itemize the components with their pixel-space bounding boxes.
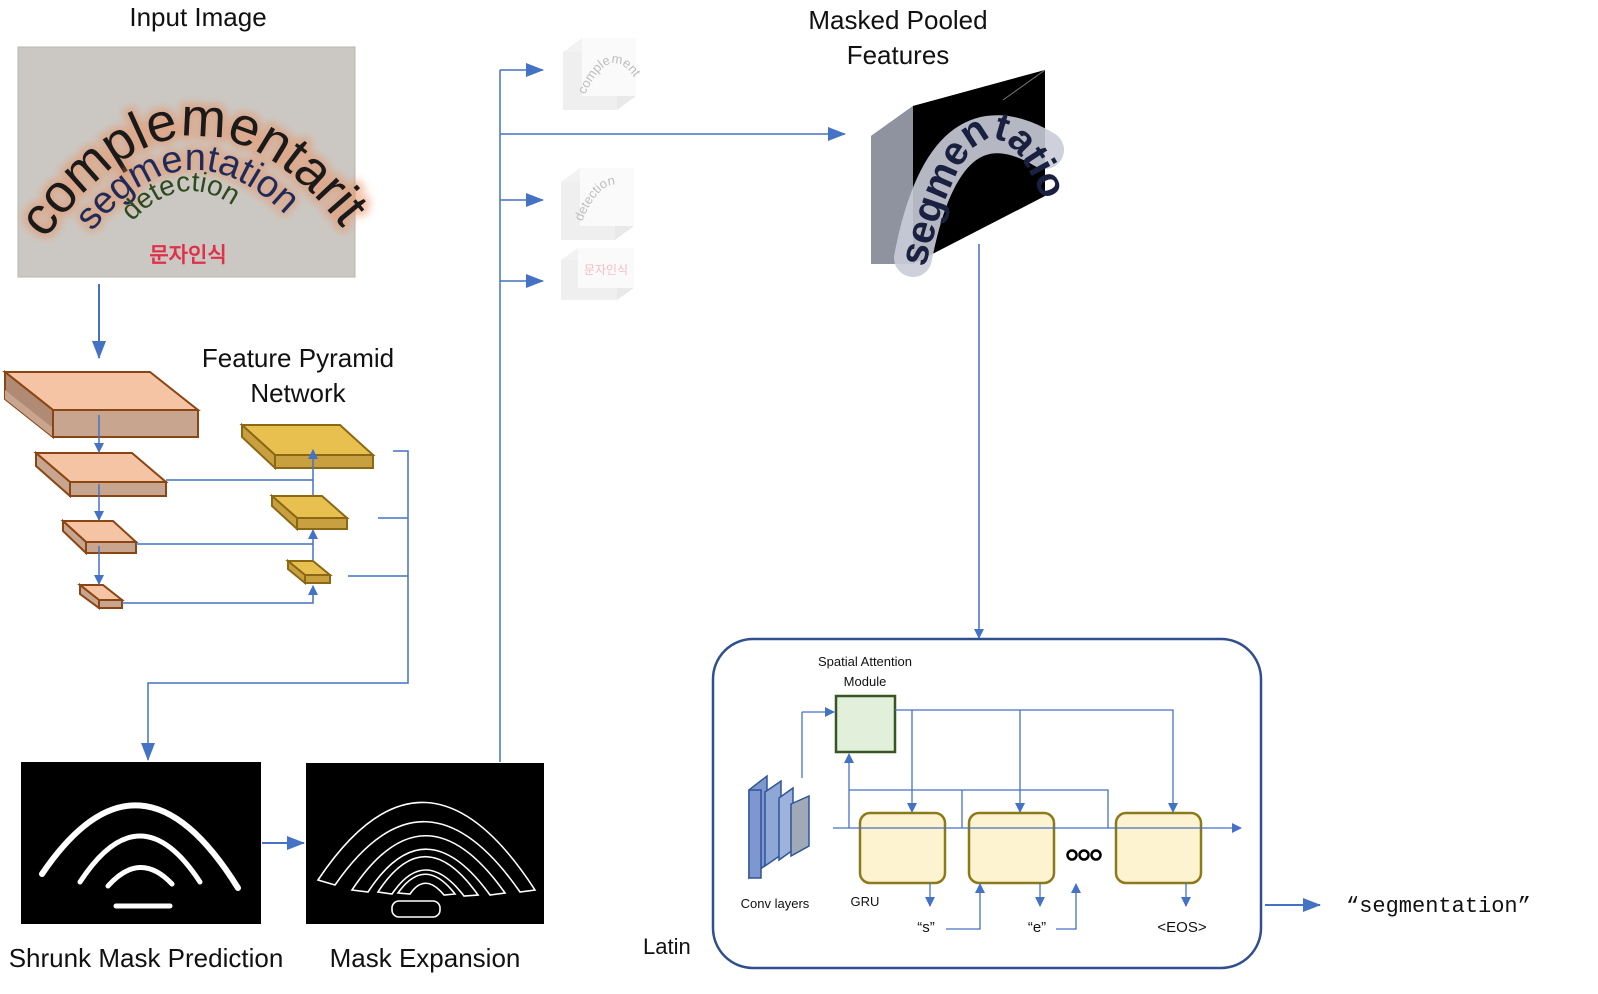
final-output-text: “segmentation” — [1346, 894, 1531, 919]
thumb-korean: 문자인식 — [584, 263, 628, 277]
mask-expansion-label: Mask Expansion — [330, 943, 521, 973]
gru-label: GRU — [851, 894, 880, 909]
fpn-title-line2: Network — [250, 378, 346, 408]
fpn-arrows — [122, 449, 409, 761]
masked-pooled-title-line1: Masked Pooled — [808, 5, 987, 35]
gru-cell-1 — [858, 811, 947, 885]
shrunk-mask-image — [21, 762, 261, 924]
input-word-korean: 문자인식 — [149, 243, 226, 267]
mask-expansion-image — [306, 763, 544, 924]
latin-label: Latin — [643, 934, 691, 959]
conv-layers-stack — [748, 774, 810, 880]
masked-pooled-title-line2: Features — [847, 40, 950, 70]
fpn-title-line1: Feature Pyramid — [202, 343, 394, 373]
ellipsis-dots — [1066, 849, 1102, 861]
gru-cell-3 — [1114, 811, 1203, 885]
gru-cell-2 — [967, 811, 1056, 885]
shrunk-mask-label: Shrunk Mask Prediction — [9, 943, 284, 973]
input-image: complementarity complementarity segmenta… — [0, 0, 384, 278]
sam-label-line1: Spatial Attention — [818, 654, 912, 669]
input-image-title: Input Image — [129, 2, 266, 32]
output-eos: <EOS> — [1157, 919, 1206, 936]
spatial-attention-module — [834, 694, 897, 754]
fpn-layers — [239, 422, 376, 586]
decoder-arrows — [801, 707, 1242, 930]
output-e: “e” — [1028, 919, 1046, 936]
routing-arrows — [499, 63, 846, 762]
output-s: “s” — [917, 919, 935, 936]
backbone-layers — [2, 369, 201, 610]
conv-layers-label: Conv layers — [741, 896, 810, 911]
sam-label-line2: Module — [844, 674, 887, 689]
